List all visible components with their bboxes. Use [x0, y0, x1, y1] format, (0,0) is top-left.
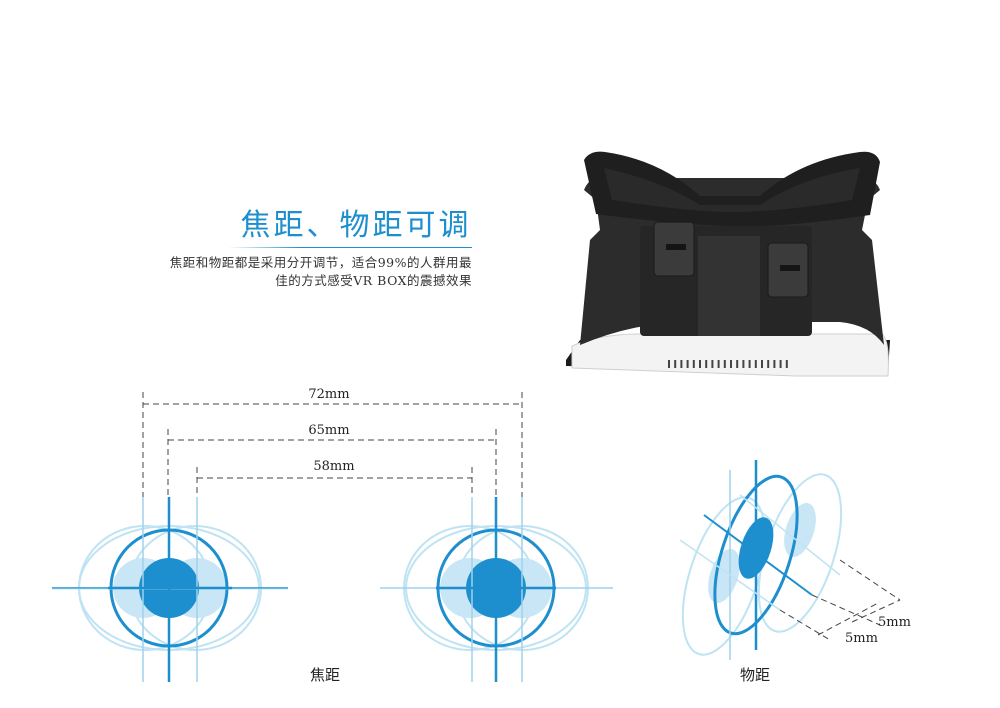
vent-slot: [699, 360, 701, 368]
headset-foam-inner: [604, 168, 860, 212]
right-adjuster-slot: [780, 265, 800, 271]
vent-slot: [674, 360, 677, 368]
obj-diagonal-light-2: [739, 494, 841, 576]
focal-caption: 焦距: [310, 666, 341, 684]
obj-diagonal-main: [703, 514, 813, 596]
vent-slot: [742, 360, 745, 368]
vent-slot: [754, 360, 757, 368]
vent-slot: [686, 360, 689, 368]
obj-back-lens-core: [784, 503, 816, 557]
vr-headset-image: [566, 151, 890, 377]
left-lens-diagram: [52, 497, 288, 682]
vent-slot: [705, 360, 708, 368]
title-underline: [228, 247, 472, 248]
description: 焦距和物距都是采用分开调节，适合99%的人群用最 佳的方式感受VR BOX的震撼…: [40, 254, 472, 290]
vent-slot: [680, 360, 683, 368]
headset-base-shell: [571, 333, 889, 377]
obj-diagonal-light: [679, 539, 781, 611]
vent-slot: [668, 360, 670, 368]
vent-slot: [723, 360, 726, 368]
vent-slot: [773, 360, 776, 368]
dimension-lines: [142, 392, 523, 497]
obj-dimension-lines: [779, 559, 901, 641]
vent-slot: [717, 360, 720, 368]
vent-slot: [736, 360, 739, 368]
vent-slot: [767, 360, 770, 368]
dim-label-58mm: 58mm: [313, 459, 354, 474]
left-adjuster-slot: [666, 244, 686, 250]
obj-offset-label-1: 5mm: [878, 615, 911, 630]
section-title: 焦距、物距可调: [240, 208, 472, 243]
object-distance-diagram: 5mm 5mm: [679, 460, 911, 660]
vent-slot: [748, 360, 751, 368]
vent-slot: [692, 360, 695, 368]
vent-slot: [779, 360, 782, 368]
headset-face-foam: [584, 151, 880, 227]
description-line-1: 焦距和物距都是采用分开调节，适合99%的人群用最: [169, 255, 472, 270]
headset-vent-slots: [668, 360, 788, 368]
description-line-2: 佳的方式感受VR BOX的震撼效果: [275, 273, 472, 288]
object-distance-caption: 物距: [740, 666, 771, 684]
obj-offset-label-2: 5mm: [845, 631, 878, 646]
vent-slot: [711, 360, 714, 368]
vent-slot: [785, 360, 788, 368]
headset-center-plate: [698, 236, 760, 336]
vent-slot: [761, 360, 763, 368]
dim-label-72mm: 72mm: [308, 387, 349, 402]
right-lens-diagram: [380, 497, 613, 682]
dim-label-65mm: 65mm: [308, 423, 349, 438]
vent-slot: [730, 360, 732, 368]
